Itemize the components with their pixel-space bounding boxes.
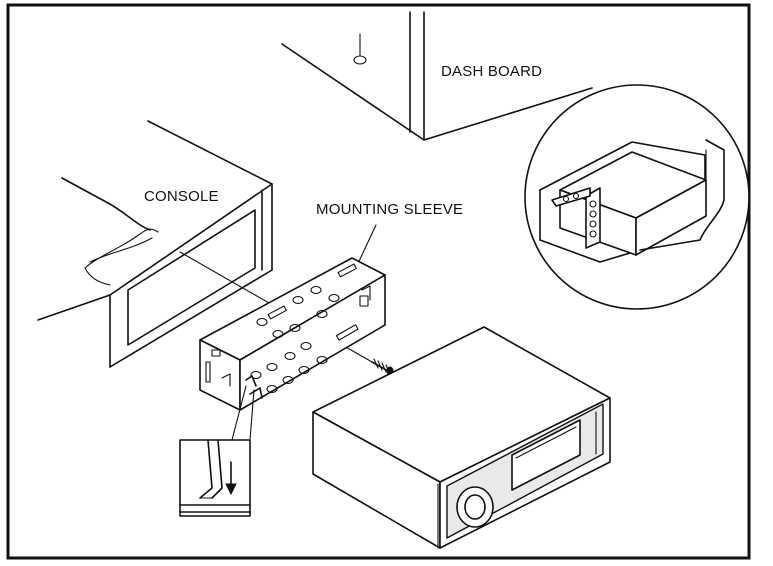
console-label: CONSOLE [144, 188, 219, 205]
head-unit [312, 326, 611, 549]
dash-board-panel [281, 11, 593, 141]
zoom-detail-circle [524, 84, 750, 310]
console-panel [37, 120, 273, 368]
mounting-sleeve-label: MOUNTING SLEEVE [316, 201, 463, 218]
mounting-sleeve [199, 257, 386, 411]
dash-board-label: DASH BOARD [441, 63, 542, 80]
figure-frame [6, 3, 751, 560]
mounting-bolt [371, 358, 394, 376]
tab-detail-inset [179, 385, 255, 517]
